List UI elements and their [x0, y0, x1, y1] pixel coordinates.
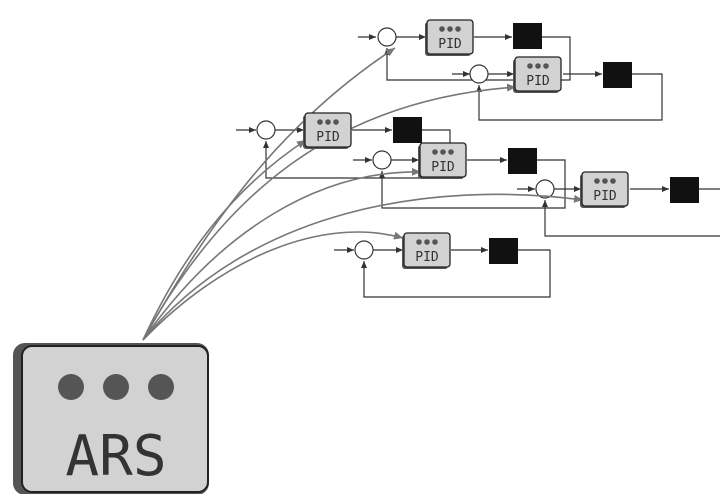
indicator-dot	[448, 149, 454, 155]
control-loop-1	[358, 23, 571, 81]
feedback-wire	[384, 36, 571, 81]
plant-block	[513, 23, 542, 49]
pid-block-face	[581, 171, 629, 207]
pid-block: PID	[402, 232, 451, 269]
indicator-dot	[535, 63, 541, 69]
tuning-curves	[142, 47, 584, 341]
tuning-curve-1	[142, 47, 396, 341]
indicator-dot	[594, 178, 600, 184]
plant-block	[393, 117, 422, 143]
pid-block: PID	[418, 142, 467, 179]
pid-label: PID	[438, 37, 462, 52]
indicator-dot	[440, 149, 446, 155]
pid-label: PID	[316, 130, 340, 145]
summing-junction	[469, 64, 489, 84]
pid-block: PID	[303, 112, 352, 149]
pid-controllers: PID PID PID PID PID PID	[303, 19, 629, 269]
indicator-dot	[527, 63, 533, 69]
plant-block	[670, 177, 699, 203]
pid-label: PID	[431, 160, 455, 175]
pid-block-face	[426, 19, 474, 55]
tuning-curve-3	[142, 139, 307, 341]
tuning-curve-4	[142, 167, 422, 341]
feedback-wire	[361, 249, 551, 298]
indicator-dot	[455, 26, 461, 32]
control-loop-4	[353, 148, 566, 209]
tuning-curve-6	[142, 231, 404, 341]
control-loop-5	[517, 177, 720, 237]
indicator-dot	[439, 26, 445, 32]
pid-block: PID	[513, 56, 562, 93]
pid-label: PID	[415, 250, 439, 265]
pid-label: PID	[526, 74, 550, 89]
pid-label: PID	[593, 189, 617, 204]
pid-block-face	[304, 112, 352, 148]
feedback-wire	[379, 159, 566, 209]
indicator-dot	[325, 119, 331, 125]
indicator-dot	[610, 178, 616, 184]
indicator-dot	[103, 374, 129, 400]
summing-junction	[354, 240, 374, 260]
tuning-curve-2	[142, 83, 517, 341]
plant-block	[508, 148, 537, 174]
indicator-dot	[148, 374, 174, 400]
indicator-dot	[424, 239, 430, 245]
plant-block	[603, 62, 632, 88]
control-loop-6	[334, 238, 551, 298]
pid-block-face	[419, 142, 467, 178]
indicator-dot	[317, 119, 323, 125]
tuning-curve-5	[142, 193, 584, 341]
pid-block: PID	[580, 171, 629, 208]
control-loop-2	[452, 62, 663, 121]
indicator-dot	[543, 63, 549, 69]
ars-block: ARS	[13, 343, 209, 494]
summing-junction	[372, 150, 392, 170]
indicator-dot	[447, 26, 453, 32]
ars-label: ARS	[65, 424, 166, 489]
feedback-wire	[542, 200, 720, 237]
indicator-dot	[333, 119, 339, 125]
summing-junction	[377, 27, 397, 47]
summing-junction	[256, 120, 276, 140]
pid-block: PID	[425, 19, 474, 56]
indicator-dot	[58, 374, 84, 400]
plant-block	[489, 238, 518, 264]
pid-block-face	[514, 56, 562, 92]
indicator-dot	[432, 239, 438, 245]
indicator-dot	[416, 239, 422, 245]
indicator-dot	[602, 178, 608, 184]
indicator-dot	[432, 149, 438, 155]
feedback-wire	[476, 73, 663, 121]
pid-block-face	[403, 232, 451, 268]
